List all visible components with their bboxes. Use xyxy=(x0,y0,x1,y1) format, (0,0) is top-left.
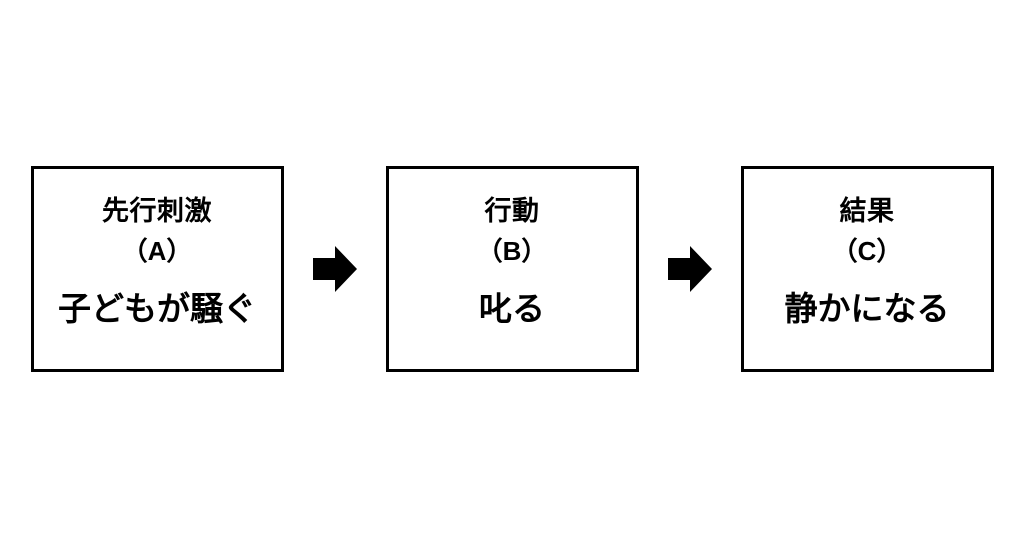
box-behavior: 行動 （B） 叱る xyxy=(385,166,639,372)
box-behavior-content: 叱る xyxy=(479,290,545,327)
flow-row: 先行刺激 （A） 子どもが騒ぐ 行動 （B） 叱る 結果 （C） 静かになる xyxy=(30,166,994,372)
right-arrow-icon xyxy=(667,246,712,292)
box-consequence: 結果 （C） 静かになる xyxy=(740,166,994,372)
box-behavior-title: 行動 xyxy=(484,196,540,226)
box-consequence-title: 結果 xyxy=(839,196,895,226)
right-arrow-icon xyxy=(312,246,357,292)
box-consequence-content: 静かになる xyxy=(784,290,950,327)
box-consequence-label: （C） xyxy=(831,236,903,266)
box-antecedent-title: 先行刺激 xyxy=(102,196,212,226)
box-antecedent: 先行刺激 （A） 子どもが騒ぐ xyxy=(30,166,284,372)
box-antecedent-content: 子どもが騒ぐ xyxy=(58,290,256,327)
box-behavior-label: （B） xyxy=(476,236,548,266)
box-antecedent-label: （A） xyxy=(121,236,193,266)
